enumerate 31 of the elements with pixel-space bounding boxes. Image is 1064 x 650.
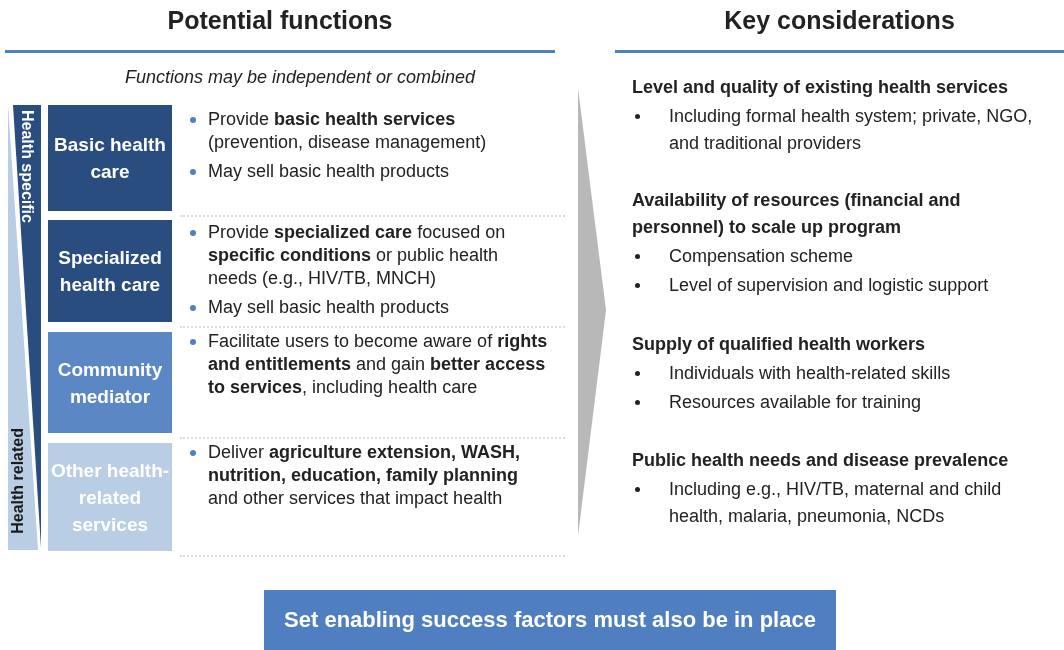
bullet-text: Individuals with health-related skills <box>669 363 951 383</box>
banner-text: Set enabling success factors must also be in place <box>284 607 816 633</box>
bullet-text: Including e.g., HIV/TB, maternal and child health, malaria, pneumonia, NCDs <box>669 479 1002 526</box>
column-heading: Key considerations <box>723 6 956 35</box>
bullet-text: May sell basic health products <box>208 161 450 181</box>
bullet-text: Including formal health system; private, NGO, and traditional providers <box>669 106 1033 153</box>
box-label: Community mediator <box>56 357 164 409</box>
bullet-text: Resources available for training <box>669 392 922 412</box>
section-heading: Public health needs and disease prevalence <box>632 449 1010 472</box>
banner <box>264 590 836 650</box>
function-box <box>48 332 172 433</box>
section-heading: Level and quality of existing health services <box>632 76 1010 99</box>
bullet-text: Compensation scheme <box>669 246 854 266</box>
bullet-text: Level of supervision and logistic support <box>669 275 989 295</box>
function-box <box>48 105 172 211</box>
subtitle: Functions may be independent or combined <box>123 67 477 88</box>
box-label: Basic health care <box>53 133 167 184</box>
bullet-text: May sell basic health products <box>208 297 450 317</box>
function-box <box>48 220 172 322</box>
section-heading: Supply of qualified health workers <box>632 333 927 356</box>
bullet-text: Facilitate users to become aware of rights and entitlements and gain better access to services, including health care <box>208 331 548 397</box>
section-heading: Availability of resources (financial and personnel) to scale up program <box>632 189 962 239</box>
bullet-text: Deliver agriculture extension, WASH, nutrition, education, family planning and other services that impact health <box>208 442 521 508</box>
bullet-text: Provide basic health services (prevention, disease management) <box>208 109 487 152</box>
box-label: Specialized health care <box>57 246 163 297</box>
wedge-label: Health related <box>9 428 27 534</box>
function-box <box>48 443 172 551</box>
bullet-text: Provide specialized care focused on specific conditions or public health needs (e.g., HIV/TB, MNCH) <box>208 222 506 288</box>
wedge-label: Health specific <box>18 110 36 223</box>
column-heading: Potential functions <box>166 6 394 35</box>
box-label: Other health-related services <box>49 458 171 537</box>
